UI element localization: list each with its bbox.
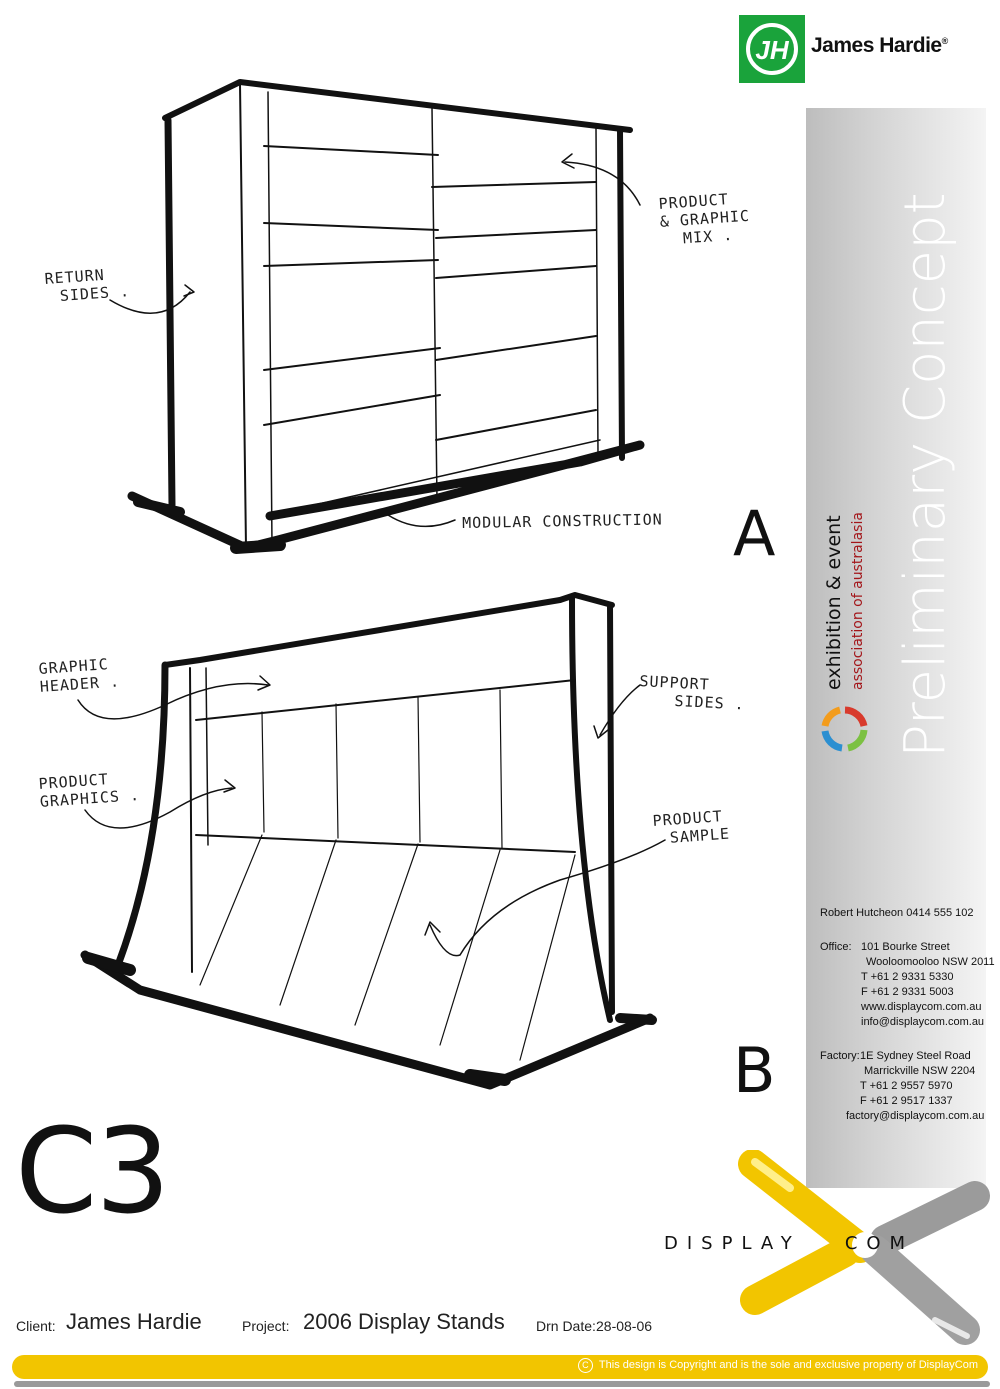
sketch-a-label: A <box>733 497 776 570</box>
factory-label: Factory: <box>820 1050 860 1062</box>
james-hardie-logo-icon: JH <box>739 15 805 83</box>
drawing-code: C3 <box>15 1102 170 1240</box>
sketch-a-right-post <box>617 127 625 461</box>
sketch-a-left-side <box>164 116 176 509</box>
footer-bar-shadow <box>14 1381 990 1387</box>
office-label: Office: <box>820 941 852 953</box>
date-value: 28-08-06 <box>596 1318 653 1334</box>
brand-name: James Hardie® <box>811 34 948 57</box>
client-label: Client: <box>16 1318 56 1334</box>
client-value: James Hardie <box>66 1309 202 1334</box>
note-modular-construction: MODULAR CONSTRUCTION <box>462 510 663 532</box>
office-address: 101 Bourke Street Wooloomooloo NSW 2011 … <box>861 941 995 1028</box>
factory-address: 1E Sydney Steel Road Marrickville NSW 22… <box>846 1050 985 1122</box>
copyright-icon: C <box>577 1358 593 1373</box>
displaycom-logo-icon <box>738 1150 990 1345</box>
sketch-b-label: B <box>733 1034 776 1107</box>
sketch-b-top-edge <box>162 597 563 668</box>
sketch-b-base <box>80 950 655 1090</box>
sketch-b-left-support <box>114 661 169 969</box>
association-logo-icon <box>821 706 868 752</box>
sketch-a-base <box>127 440 645 553</box>
brand-initials: JH <box>755 35 789 65</box>
project-label: Project: <box>242 1318 290 1334</box>
sketch-a-front-left <box>239 83 247 549</box>
sketch-a-top-edge <box>162 79 633 133</box>
footer-bar <box>12 1355 988 1379</box>
date-label: Drn Date: <box>536 1318 596 1334</box>
sidebar-band <box>806 108 986 1188</box>
project-value: 2006 Display Stands <box>303 1309 505 1334</box>
sketch-b-right-support <box>569 595 613 1023</box>
contact-person: Robert Hutcheon 0414 555 102 <box>820 907 974 919</box>
